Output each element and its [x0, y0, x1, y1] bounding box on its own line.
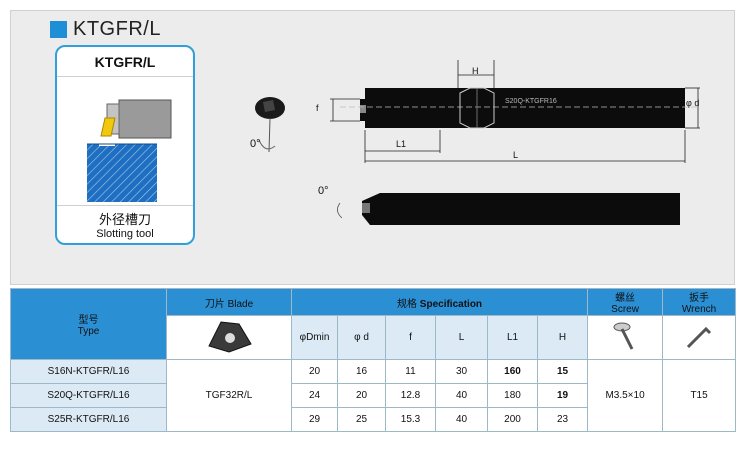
cell-f: 11: [385, 359, 436, 384]
insert-icon: [208, 321, 252, 353]
cell-d: 20: [337, 383, 386, 408]
card-heading: KTGFR/L: [57, 47, 193, 77]
cell-l1: 180: [487, 383, 538, 408]
dim-label-h: H: [472, 66, 479, 76]
table-row: S25R-KTGFR/L16 29 25 15.3 40 200 23: [10, 407, 736, 432]
dim-label-l1: L1: [396, 139, 407, 149]
col-f: f: [385, 315, 436, 360]
row-type: S25R-KTGFR/L16: [10, 407, 167, 432]
col-l: L: [435, 315, 488, 360]
screw-image-cell: [587, 315, 664, 360]
cell-dmin: 20: [291, 359, 338, 384]
blade-image-cell: [166, 315, 292, 360]
cell-l: 40: [435, 383, 488, 408]
caption-zh: 外径槽刀: [98, 212, 151, 227]
header-wrench: 扳手 Wrench: [662, 288, 737, 316]
cell-d: 16: [337, 359, 386, 384]
tool-dimension-drawing: [330, 60, 700, 225]
cell-f: 12.8: [385, 383, 436, 408]
cell-d: 25: [337, 407, 386, 432]
dim-label-f: f: [316, 103, 319, 113]
caption-en: Slotting tool: [96, 228, 154, 240]
head-end-view: [255, 97, 285, 153]
cell-l: 30: [435, 359, 488, 384]
cell-h: 15: [536, 359, 589, 384]
cell-dmin: 24: [291, 383, 338, 408]
cell-h: 23: [536, 407, 589, 432]
wrench-value: T15: [662, 359, 737, 432]
col-dmin: φDmin: [291, 315, 338, 360]
dim-label-phid: φ d: [686, 98, 700, 108]
cell-l1: 200: [487, 407, 538, 432]
row-type: S16N-KTGFR/L16: [10, 359, 167, 384]
cell-l1: 160: [487, 359, 538, 384]
screw-icon: [613, 322, 634, 350]
wrench-icon: [687, 326, 712, 349]
card-caption: 外径槽刀 Slotting tool: [57, 205, 193, 243]
table-row: S20Q-KTGFR/L16 24 20 12.8 40 180 19: [10, 383, 736, 408]
cell-dmin: 29: [291, 407, 338, 432]
col-d: φ d: [337, 315, 386, 360]
col-h: H: [536, 315, 589, 360]
header-spec: 规格 Specification: [290, 288, 589, 316]
page-title: KTGFR/L: [73, 18, 161, 40]
tool-card: KTGFR/L 外径槽刀 Slotting tool: [55, 45, 195, 245]
title-marker: [50, 21, 67, 38]
slotting-illustration: [87, 99, 172, 202]
cell-f: 15.3: [385, 407, 436, 432]
dim-label-l: L: [513, 150, 519, 160]
shank-marking: S20Q-KTGFR16: [505, 98, 557, 105]
angle-label-bottom: 0°: [318, 185, 329, 197]
spec-table: 型号 Type 刀片 Blade 规格 Specification 螺丝 Scr…: [10, 288, 737, 432]
col-l1: L1: [487, 315, 538, 360]
table-row: S16N-KTGFR/L16 TGF32R/L 20 16 11 30 160 …: [10, 359, 737, 432]
header-screw: 螺丝 Screw: [587, 288, 664, 316]
cell-l: 40: [435, 407, 488, 432]
cell-h: 19: [536, 383, 589, 408]
screw-value: M3.5×10: [587, 359, 664, 432]
header-type: 型号 Type: [10, 288, 167, 360]
row-type: S20Q-KTGFR/L16: [10, 383, 167, 408]
wrench-image-cell: [662, 315, 737, 360]
angle-label-top: 0°: [250, 138, 261, 150]
header-blade: 刀片 Blade: [166, 288, 292, 316]
blade-value: TGF32R/L: [166, 359, 292, 432]
section-title: KTGFR/L: [50, 18, 161, 41]
